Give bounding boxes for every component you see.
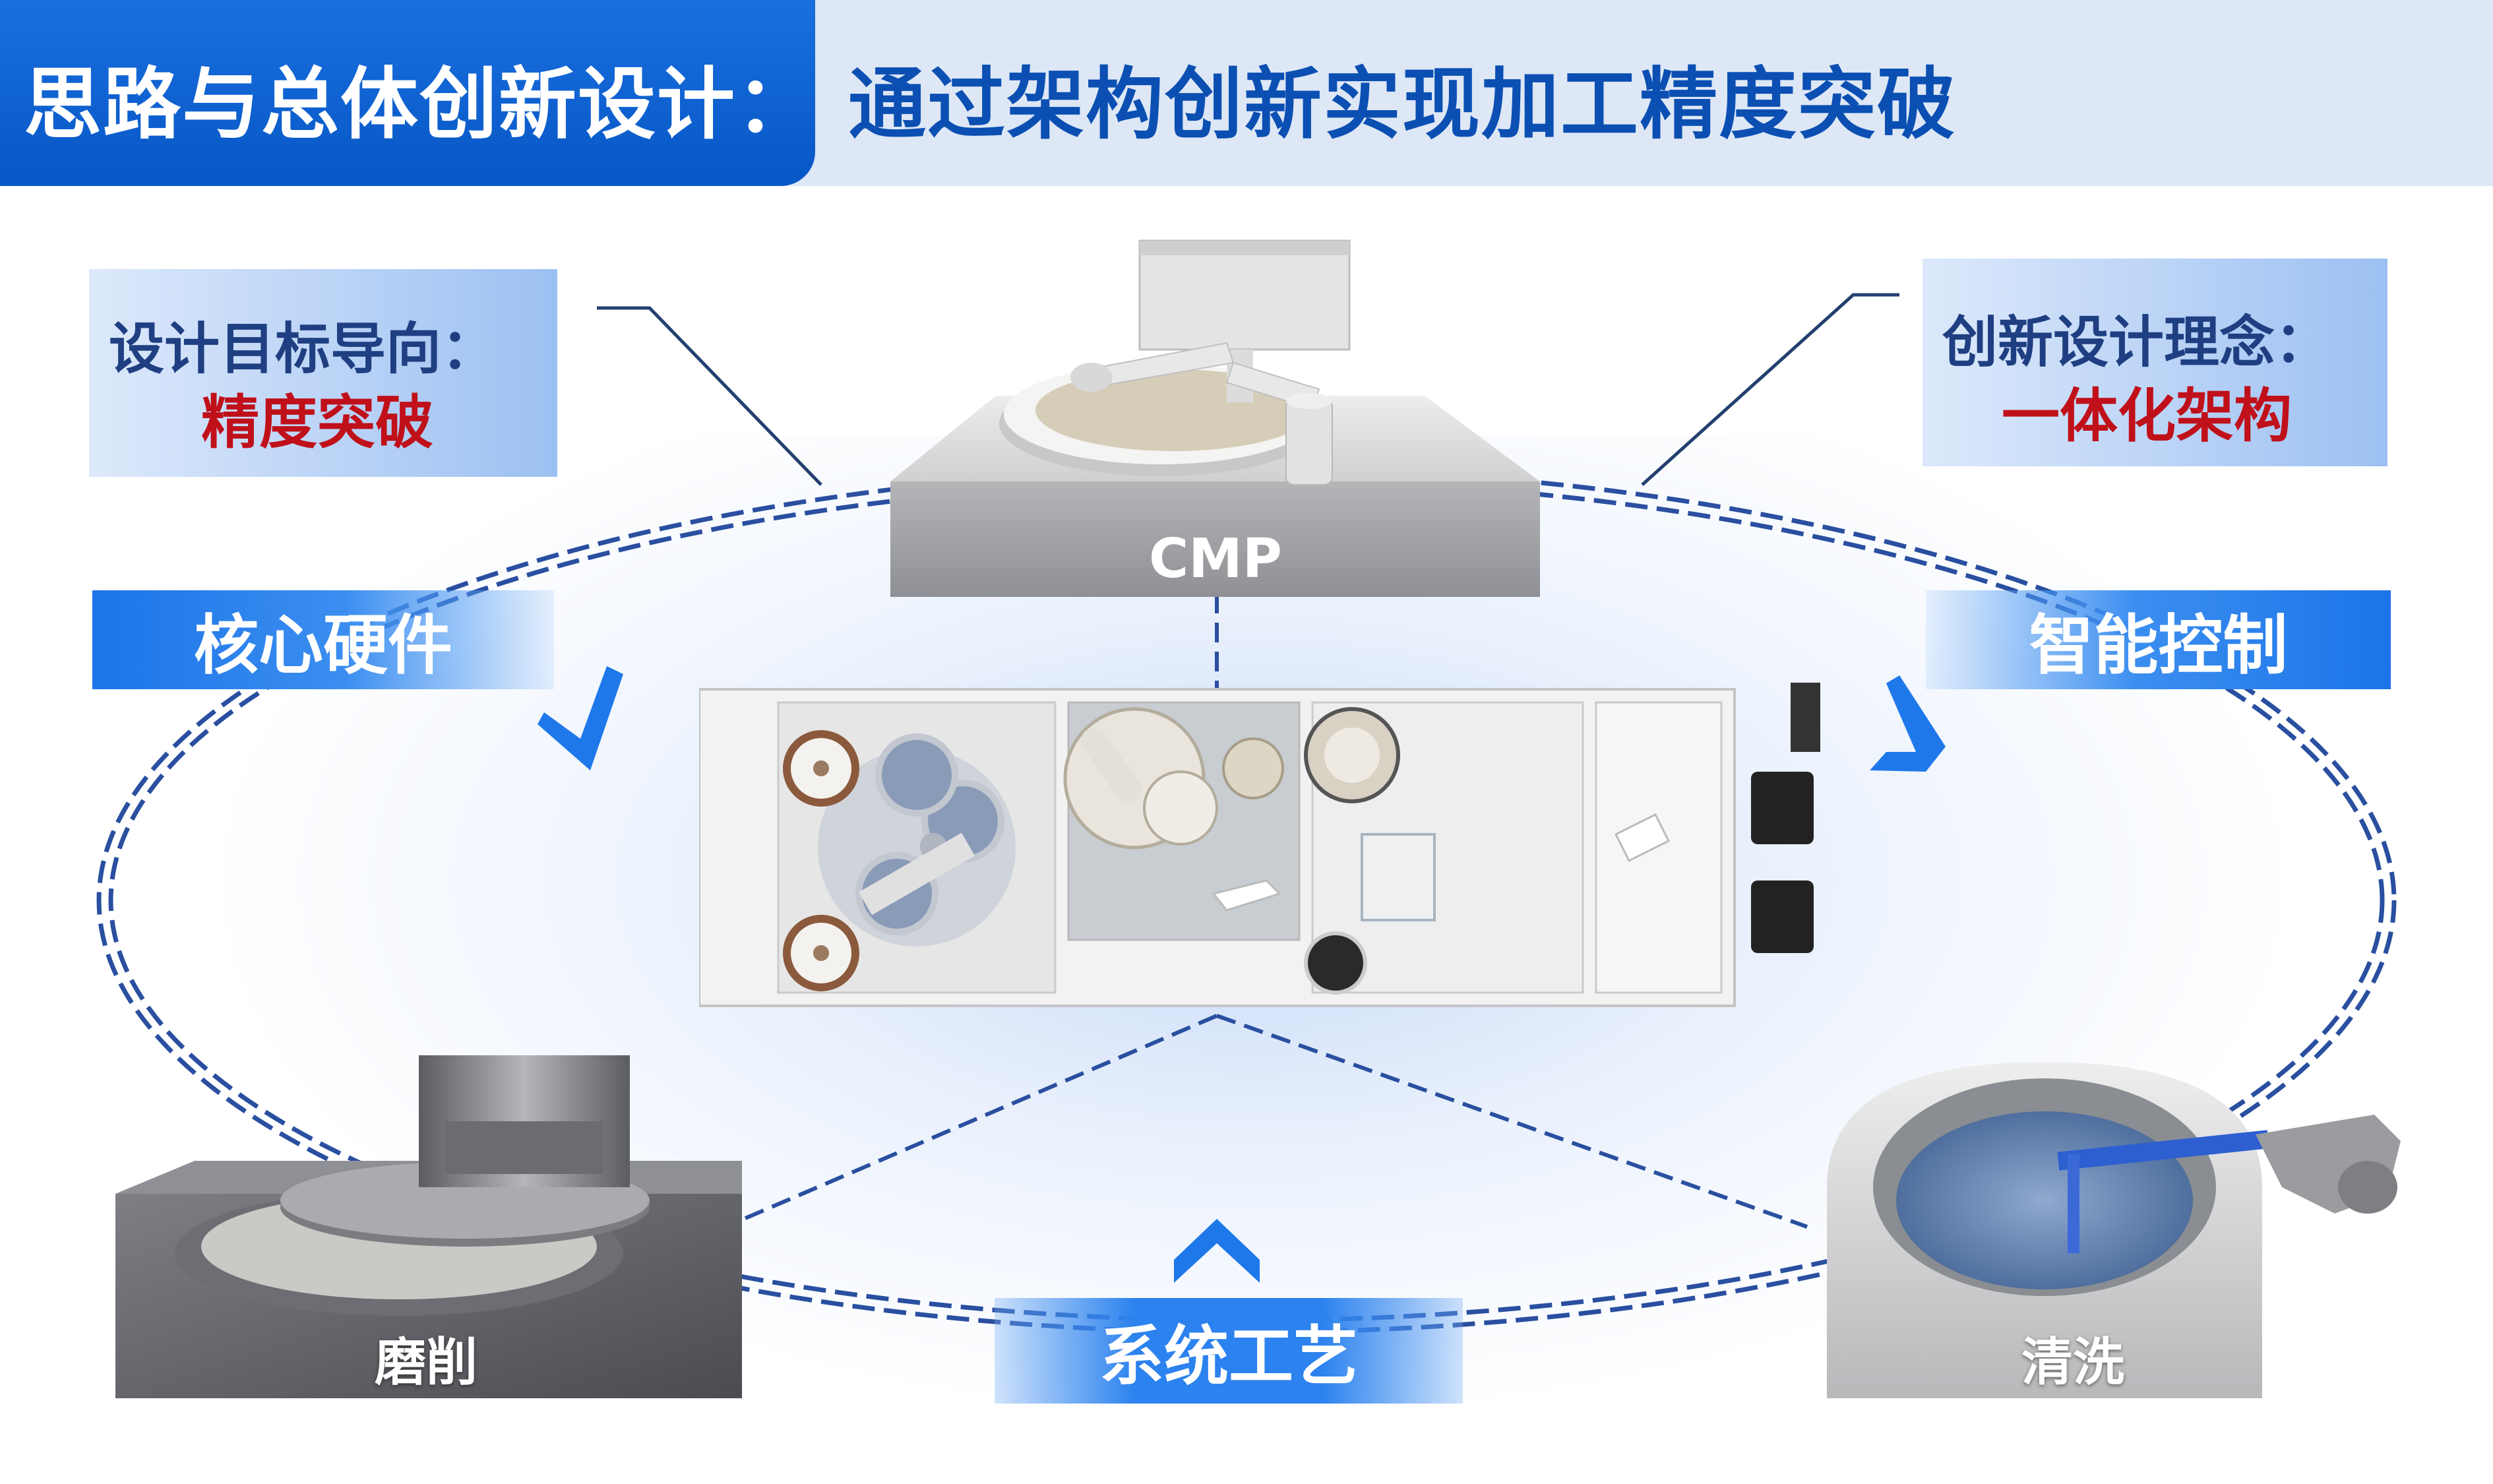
equipment-layout-top-view — [699, 683, 1820, 1007]
cmp-base-front — [890, 481, 1540, 597]
callout-design-goal — [89, 269, 557, 477]
dashed-line-layout-to-cleaning — [1216, 1014, 1808, 1229]
tag-smart-control: 智能控制 — [1926, 590, 2391, 689]
callout-design-concept-value: 一体化架构 — [2002, 382, 2293, 450]
chevron-left-icon — [538, 666, 623, 770]
callout-design-concept-title: 创新设计理念： — [1942, 310, 2331, 375]
chevron-up-icon — [1174, 1219, 1260, 1283]
callout-design-concept — [1923, 259, 2387, 466]
tag-core-hardware: 核心硬件 — [92, 590, 554, 689]
cleaning-module-illustration — [1827, 1062, 2401, 1398]
leader-line-design-goal — [597, 306, 822, 486]
grinding-module-illustration — [115, 1055, 742, 1398]
cmp-machine-illustration — [890, 239, 1540, 597]
tag-system-process: 系统工艺 — [995, 1298, 1463, 1404]
dashed-line-layout-to-grinding — [724, 1014, 1218, 1229]
module-label-grinding: 磨削 — [375, 1333, 478, 1392]
chevron-right-icon — [1870, 675, 1946, 772]
module-label-cmp: CMP — [1149, 528, 1282, 590]
callout-design-goal-title: 设计目标导向： — [109, 317, 497, 381]
header-left-title: 思路与总体创新设计： — [24, 59, 816, 150]
module-label-cleaning: 清洗 — [2021, 1333, 2125, 1392]
header-right-title: 通过架构创新实现加工精度突破 — [848, 59, 1957, 150]
leader-line-design-concept — [1641, 293, 1899, 486]
callout-design-goal-value: 精度突破 — [201, 388, 434, 456]
header-left-panel — [0, 0, 815, 186]
